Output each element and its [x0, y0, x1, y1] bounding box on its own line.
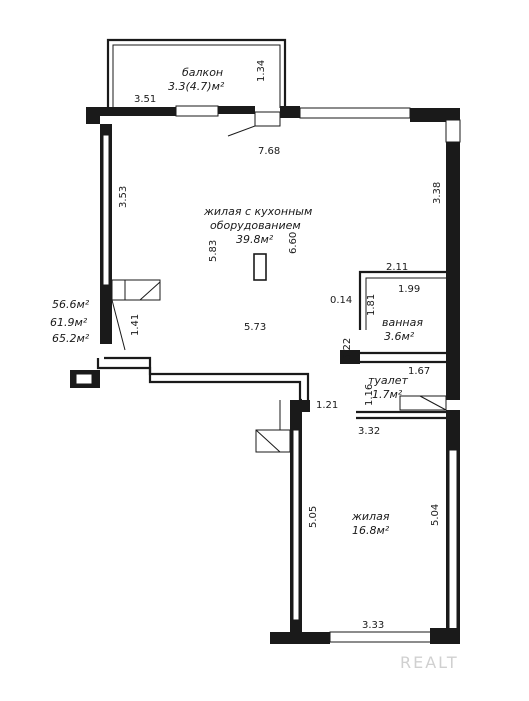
- living-name-line2: оборудованием: [210, 219, 301, 232]
- left-wall: [100, 124, 161, 351]
- dim-toilet-bottom: 3.32: [358, 426, 380, 437]
- dim-bedroom-bottom: 3.33: [362, 620, 384, 631]
- dim-balcony-width: 3.51: [134, 94, 156, 105]
- bedroom-name: жилая: [351, 510, 390, 523]
- bathroom-walls: [358, 255, 460, 330]
- dim-bedroom-right: 5.04: [430, 504, 441, 526]
- dim-bath-top: 2.11: [386, 262, 408, 273]
- living-area: 39.8м²: [236, 233, 274, 246]
- dim-bath-small: 0.14: [330, 295, 352, 306]
- toilet-name: туалет: [368, 374, 408, 387]
- bathroom-name: ванная: [382, 316, 423, 329]
- toilet-walls: [340, 350, 460, 440]
- total-area-1: 56.6м²: [52, 298, 90, 311]
- toilet-area: 1.7м²: [372, 388, 403, 401]
- bathroom-area: 3.6м²: [384, 330, 415, 343]
- dim-living-depth: 6.60: [288, 232, 299, 254]
- dim-left-lower: 1.41: [130, 314, 141, 336]
- living-name-line1: жилая с кухонным: [203, 205, 312, 218]
- dim-right-upper: 3.38: [432, 182, 443, 204]
- dim-corridor: 1.21: [316, 400, 338, 411]
- dim-toilet-side: 1.16: [364, 384, 375, 406]
- dim-toilet-top: 1.67: [408, 366, 430, 377]
- dim-balcony-depth: 1.34: [256, 60, 267, 82]
- watermark: REALT: [400, 653, 459, 672]
- balcony-area: 3.3(4.7)м²: [168, 80, 225, 93]
- column: [253, 253, 267, 281]
- dim-bedroom-left: 5.05: [308, 506, 319, 528]
- bedroom-area: 16.8м²: [352, 524, 390, 537]
- bedroom-walls: [255, 400, 460, 644]
- dim-bath-height: 3.22: [342, 338, 353, 360]
- dim-living-height: 5.83: [208, 240, 219, 262]
- balcony-name: балкон: [182, 66, 223, 79]
- dim-left-upper: 3.53: [118, 186, 129, 208]
- corridor-walls: [70, 356, 310, 412]
- dim-top-wall: 7.68: [258, 146, 280, 157]
- dim-living-width: 5.73: [244, 322, 266, 333]
- total-area-2: 61.9м²: [50, 316, 88, 329]
- door-swing: [227, 125, 256, 137]
- dim-bath-side: 1.81: [366, 294, 377, 316]
- dim-bath-inner: 1.99: [398, 284, 420, 295]
- total-area-3: 65.2м²: [52, 332, 90, 345]
